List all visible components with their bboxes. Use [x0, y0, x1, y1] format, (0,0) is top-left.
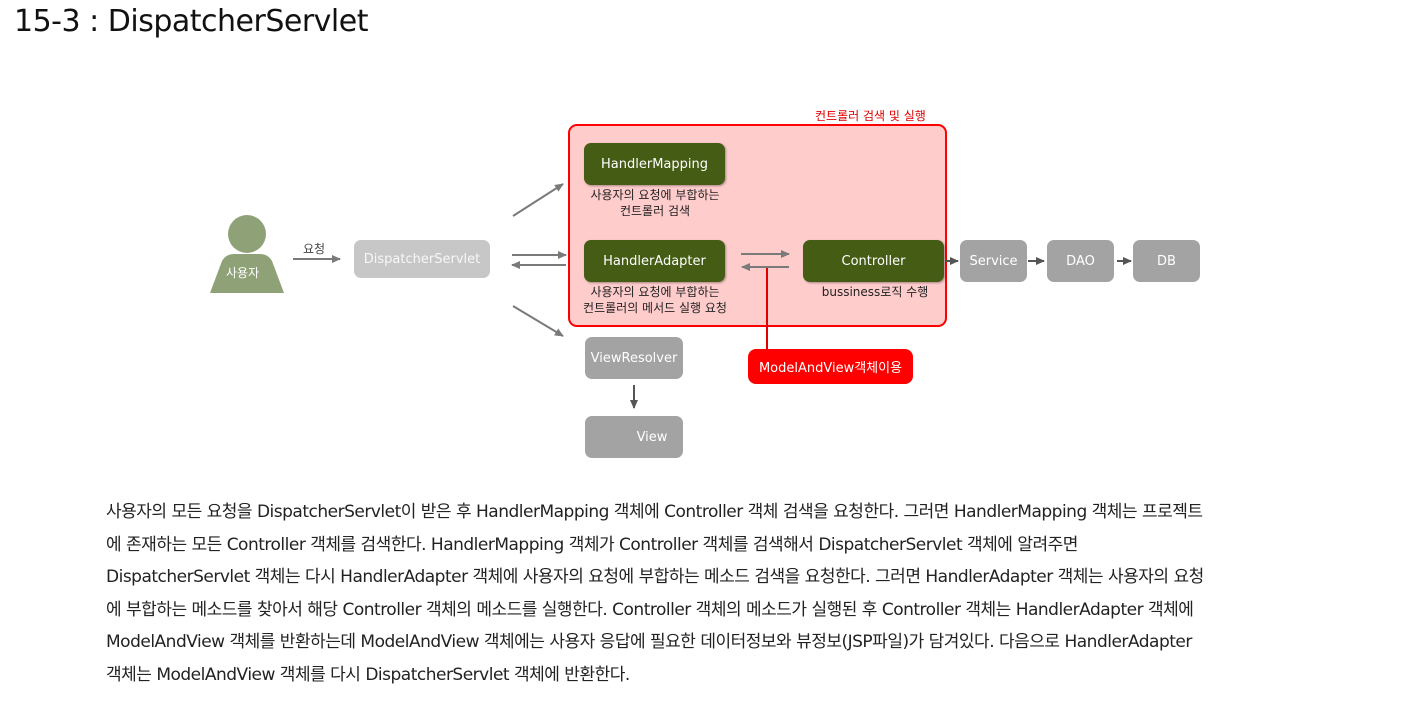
request-label: 요청 [303, 242, 326, 256]
handler-mapping-caption-line: 사용자의 요청에 부합하는 [590, 188, 720, 202]
controller-caption: bussiness로직 수행 [821, 285, 929, 299]
dispatcher-servlet-node: DispatcherServlet [354, 240, 490, 278]
handler-adapter-caption-line: 사용자의 요청에 부합하는 [590, 285, 720, 299]
description-line: 사용자의 모든 요청을 DispatcherServlet이 받은 후 Hand… [106, 502, 1203, 522]
view-resolver-node: ViewResolver [585, 337, 683, 379]
dao-node: DAO [1047, 240, 1114, 282]
description-line: 객체는 ModelAndView 객체를 다시 DispatcherServle… [106, 664, 630, 685]
dispatcher-to-viewresolver-arrow [512, 305, 564, 337]
actor-label: 사용자 [226, 266, 260, 280]
dispatcher-to-mapping-arrow [512, 183, 564, 217]
description-line: DispatcherServlet 객체는 다시 HandlerAdapter … [106, 567, 1204, 587]
description-paragraph: 사용자의 모든 요청을 DispatcherServlet이 받은 후 Hand… [106, 496, 1356, 691]
user-actor-icon [210, 215, 284, 293]
controller-node: Controller [803, 240, 944, 282]
service-node: Service [960, 240, 1027, 282]
page-title: 15-3 : DispatcherServlet [14, 4, 368, 39]
handler-mapping-caption: 사용자의 요청에 부합하는 컨트롤러 검색 [574, 187, 736, 219]
db-node: DB [1133, 240, 1200, 282]
dispatcher-servlet-diagram: 컨트롤러 검색 및 실행 사용자 요청 DispatcherServlet Ha… [210, 109, 1200, 458]
region-label: 컨트롤러 검색 및 실행 [815, 109, 926, 123]
handler-adapter-node: HandlerAdapter [584, 240, 725, 282]
handler-mapping-caption-line: 컨트롤러 검색 [619, 204, 691, 218]
modelandview-node: ModelAndView객체이용 [748, 349, 913, 384]
view-node: View [585, 416, 683, 458]
handler-adapter-caption: 사용자의 요청에 부합하는 컨트롤러의 메서드 실행 요청 [566, 284, 744, 316]
handler-mapping-node: HandlerMapping [584, 143, 725, 185]
description-line: ModelAndView 객체를 반환하는데 ModelAndView 객체에는… [106, 632, 1192, 652]
description-line: 에 부합하는 메소드를 찾아서 해당 Controller 객체의 메소드를 실… [106, 599, 1194, 620]
handler-adapter-caption-line: 컨트롤러의 메서드 실행 요청 [583, 301, 727, 315]
description-line: 에 존재하는 모든 Controller 객체를 검색한다. HandlerMa… [106, 534, 1078, 555]
